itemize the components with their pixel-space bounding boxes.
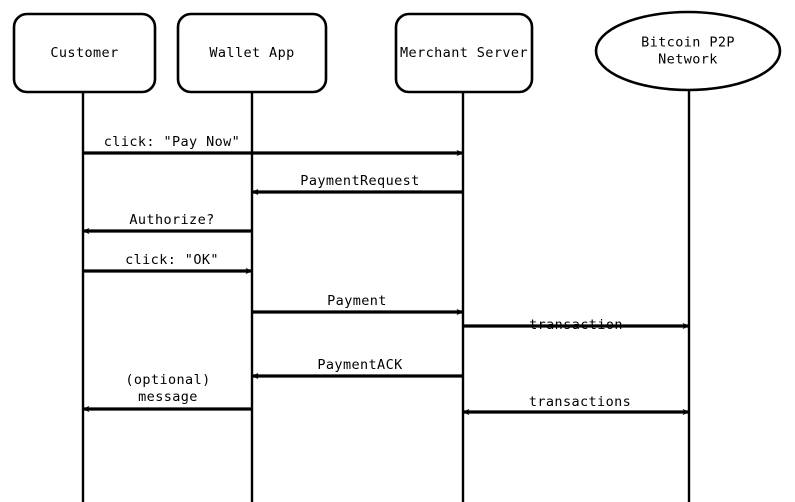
message-m7[interactable]: PaymentACK: [251, 357, 463, 380]
lifelines-layer: [81, 90, 691, 502]
message-label-m5: Payment: [327, 293, 387, 309]
message-m3[interactable]: Authorize?: [82, 212, 252, 235]
message-label-m1: click: "Pay Now": [104, 134, 240, 150]
message-label-m7: PaymentACK: [317, 357, 403, 373]
participant-label-merchant: Merchant Server: [400, 45, 528, 61]
message-m2[interactable]: PaymentRequest: [251, 173, 463, 196]
participant-box-merchant: [394, 12, 534, 94]
message-label-m4: click: "OK": [125, 252, 219, 268]
message-m5[interactable]: Payment: [252, 293, 464, 316]
message-m8[interactable]: (optional)message: [82, 372, 252, 413]
participant-merchant[interactable]: Merchant Server: [394, 12, 534, 94]
participants-layer: Customer Wallet App Merchant Server Bitcoin…: [12, 10, 782, 94]
message-m6[interactable]: transaction: [463, 317, 690, 333]
messages-layer: click: "Pay Now" PaymentRequestAuthorize?…: [82, 134, 690, 416]
participant-label-wallet: Wallet App: [209, 45, 294, 61]
message-label-m9: transactions: [529, 394, 631, 410]
message-label-m3: Authorize?: [129, 212, 214, 228]
participant-customer[interactable]: Customer: [12, 12, 157, 94]
message-label-m8: (optional)message: [125, 372, 210, 405]
message-m1[interactable]: click: "Pay Now": [83, 134, 464, 157]
participant-ellipse-network: [594, 10, 782, 92]
message-label-m6: transaction: [529, 317, 623, 333]
message-m9[interactable]: transactions: [462, 394, 690, 416]
participant-label-customer: Customer: [50, 45, 118, 61]
message-label-m2: PaymentRequest: [300, 173, 419, 189]
participant-box-wallet: [176, 12, 328, 94]
message-m4[interactable]: click: "OK": [83, 252, 253, 275]
participant-wallet[interactable]: Wallet App: [176, 12, 328, 94]
participant-box-customer: [12, 12, 157, 94]
